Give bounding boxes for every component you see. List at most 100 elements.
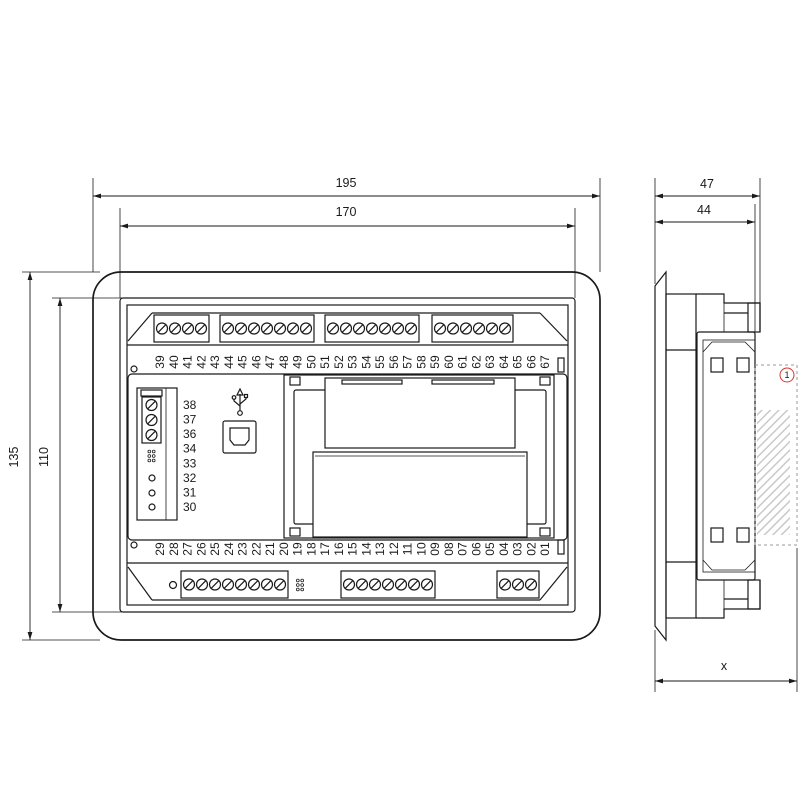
terminal-screw <box>182 578 196 591</box>
terminal-label-62: 62 <box>469 355 483 369</box>
terminal-label-49: 49 <box>291 355 305 369</box>
terminal-screw <box>168 322 182 335</box>
indicator-circle <box>148 489 156 497</box>
terminal-label-57: 57 <box>401 355 415 369</box>
terminal-label-21: 21 <box>263 542 277 556</box>
dimension-label-side-depth-outer: 47 <box>700 177 714 191</box>
terminal-screw <box>194 322 208 335</box>
bottom-rail-chamfer-left <box>127 566 153 601</box>
terminal-label-51: 51 <box>318 355 332 369</box>
terminal-label-16: 16 <box>332 542 346 556</box>
terminal-screw <box>195 578 209 591</box>
terminal-label-36: 36 <box>183 427 197 441</box>
dimension-front-height-inner: 110 <box>37 297 124 613</box>
side-notch <box>557 357 565 373</box>
terminal-screw <box>339 322 353 335</box>
hatched-area <box>757 410 790 535</box>
terminal-screw <box>407 578 421 591</box>
terminal-label-45: 45 <box>236 355 250 369</box>
terminal-label-38: 38 <box>183 398 197 412</box>
terminal-screw <box>459 322 473 335</box>
terminal-label-25: 25 <box>208 542 222 556</box>
terminal-screw <box>299 322 313 335</box>
dimension-label-front-width-inner: 170 <box>336 205 357 219</box>
terminal-label-29: 29 <box>153 542 167 556</box>
display-frame-outer <box>283 374 555 539</box>
terminal-label-60: 60 <box>442 355 456 369</box>
terminal-label-58: 58 <box>414 355 428 369</box>
terminal-screw <box>247 578 261 591</box>
terminal-screw <box>221 322 235 335</box>
side-flange <box>654 270 667 642</box>
terminal-screw <box>524 578 538 591</box>
terminal-block <box>180 570 289 599</box>
terminal-screw <box>221 578 235 591</box>
mounting-hole <box>130 365 138 373</box>
mounting-hole <box>130 541 138 549</box>
side-latch <box>736 527 750 543</box>
terminal-screw <box>286 322 300 335</box>
terminal-label-37: 37 <box>183 413 197 427</box>
terminal-screw <box>355 578 369 591</box>
terminal-screw <box>446 322 460 335</box>
dimension-side-depth-total: x <box>654 548 798 692</box>
plug-clearance-zone <box>754 364 798 546</box>
marker-circle <box>779 367 795 383</box>
dimension-label-side-depth-total: x <box>721 659 728 673</box>
terminal-label-09: 09 <box>428 542 442 556</box>
terminal-screw <box>381 578 395 591</box>
terminal-label-27: 27 <box>181 542 195 556</box>
upper-display-window <box>324 377 516 449</box>
terminal-label-54: 54 <box>359 355 373 369</box>
terminal-label-56: 56 <box>387 355 401 369</box>
side-latch <box>710 527 724 543</box>
terminal-label-23: 23 <box>236 542 250 556</box>
dimension-label-front-height-inner: 110 <box>37 447 51 467</box>
terminal-label-33: 33 <box>183 456 197 470</box>
terminal-screw <box>511 578 525 591</box>
terminal-screw <box>404 322 418 335</box>
terminal-label-03: 03 <box>511 542 525 556</box>
terminal-label-30: 30 <box>183 500 197 514</box>
left-connector-screw-block <box>141 396 162 444</box>
terminal-label-61: 61 <box>456 355 470 369</box>
terminal-screw <box>352 322 366 335</box>
display-tab <box>539 527 551 537</box>
terminal-label-50: 50 <box>304 355 318 369</box>
dimension-front-height-outer: 135 <box>7 271 100 641</box>
terminal-label-04: 04 <box>497 542 511 556</box>
terminal-label-42: 42 <box>194 355 208 369</box>
terminal-label-67: 67 <box>538 355 552 369</box>
terminal-label-63: 63 <box>483 355 497 369</box>
indicator-circle <box>148 503 156 511</box>
terminal-screw <box>498 322 512 335</box>
indicator-circle <box>168 580 178 590</box>
bottom-rail-chamfer-right <box>539 566 568 601</box>
terminal-label-22: 22 <box>249 542 263 556</box>
terminal-screw <box>420 578 434 591</box>
display-tab <box>289 527 301 537</box>
dimension-label-front-width-outer: 195 <box>336 176 357 190</box>
side-connector-inner <box>702 339 756 573</box>
lower-display-window <box>312 451 528 538</box>
terminal-label-41: 41 <box>181 355 195 369</box>
top-rail-chamfer-left <box>127 312 153 342</box>
terminal-screw <box>260 578 274 591</box>
terminal-screw <box>485 322 499 335</box>
terminal-label-02: 02 <box>524 542 538 556</box>
terminal-label-11: 11 <box>401 542 415 555</box>
terminal-label-39: 39 <box>153 355 167 369</box>
terminal-label-01: 01 <box>538 542 552 556</box>
terminal-label-48: 48 <box>277 355 291 369</box>
terminal-screw <box>368 578 382 591</box>
side-notch <box>557 539 565 555</box>
led-dots-icon <box>147 449 156 463</box>
terminal-label-06: 06 <box>469 542 483 556</box>
terminal-label-59: 59 <box>428 355 442 369</box>
top-clip-plate <box>747 302 761 333</box>
terminal-label-34: 34 <box>183 442 197 456</box>
terminal-screw <box>145 398 158 412</box>
terminal-label-15: 15 <box>346 542 360 556</box>
